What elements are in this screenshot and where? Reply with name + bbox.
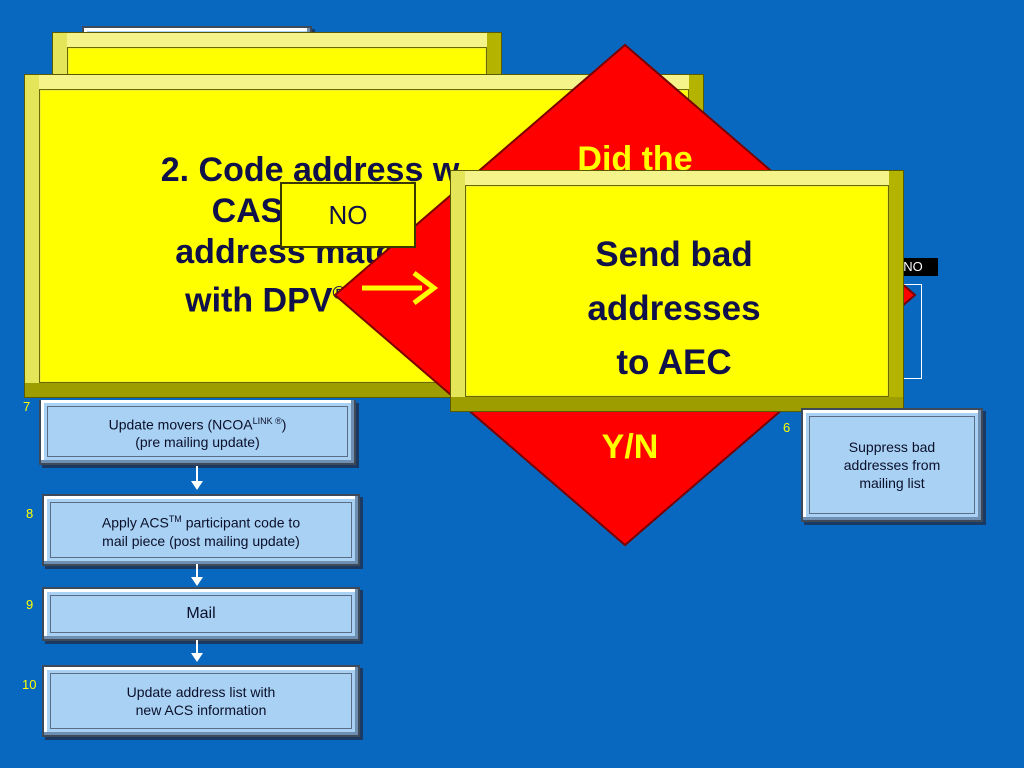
step-9-box: Mail	[42, 587, 360, 641]
step-10-number: 10	[22, 677, 37, 692]
arrow-7-8	[191, 466, 203, 490]
step-10-box: Update address list with new ACS informa…	[42, 665, 360, 737]
step-8-number: 8	[26, 506, 34, 521]
step-10-line-1: Update address list with	[126, 684, 276, 700]
step-10-line-2: new ACS information	[135, 702, 267, 718]
no-box: NO	[280, 182, 416, 248]
no-small-text: NO	[903, 259, 923, 274]
step-6-box: Suppress bad addresses from mailing list	[801, 408, 983, 522]
step-7-box: Update movers (NCOALINK ®) (pre mailing …	[39, 400, 356, 465]
step-7-line-2: (pre mailing update)	[135, 434, 260, 451]
step-6-line-2: addresses from	[843, 457, 941, 473]
send-line-3: to AEC	[616, 343, 732, 382]
step-9-number: 9	[26, 597, 34, 612]
send-line-2: addresses	[587, 289, 761, 328]
arrow-9-10	[191, 640, 203, 662]
send-bad-addresses-box	[450, 170, 904, 412]
send-box-text: Send bad addresses to AEC	[474, 228, 874, 390]
step-7-line-1: Update movers (NCOALINK ®)	[108, 415, 287, 433]
step-6-number: 6	[783, 420, 791, 435]
arrow-8-9	[191, 564, 203, 586]
step-9-label: Mail	[186, 605, 216, 622]
step-8-line-2: mail piece (post mailing update)	[102, 532, 300, 549]
send-line-1: Send bad	[595, 235, 753, 274]
no-box-label: NO	[328, 199, 368, 230]
step-8-box: Apply ACSTM participant code to mail pie…	[42, 494, 360, 566]
step-8-line-1: Apply ACSTM participant code to	[101, 514, 301, 531]
step-6-line-3: mailing list	[859, 475, 925, 491]
yellow-arrow	[362, 271, 439, 305]
step-7-number: 7	[23, 399, 31, 414]
step-6-line-1: Suppress bad	[848, 439, 936, 455]
diamond-bottom-text: Y/N	[601, 428, 659, 466]
